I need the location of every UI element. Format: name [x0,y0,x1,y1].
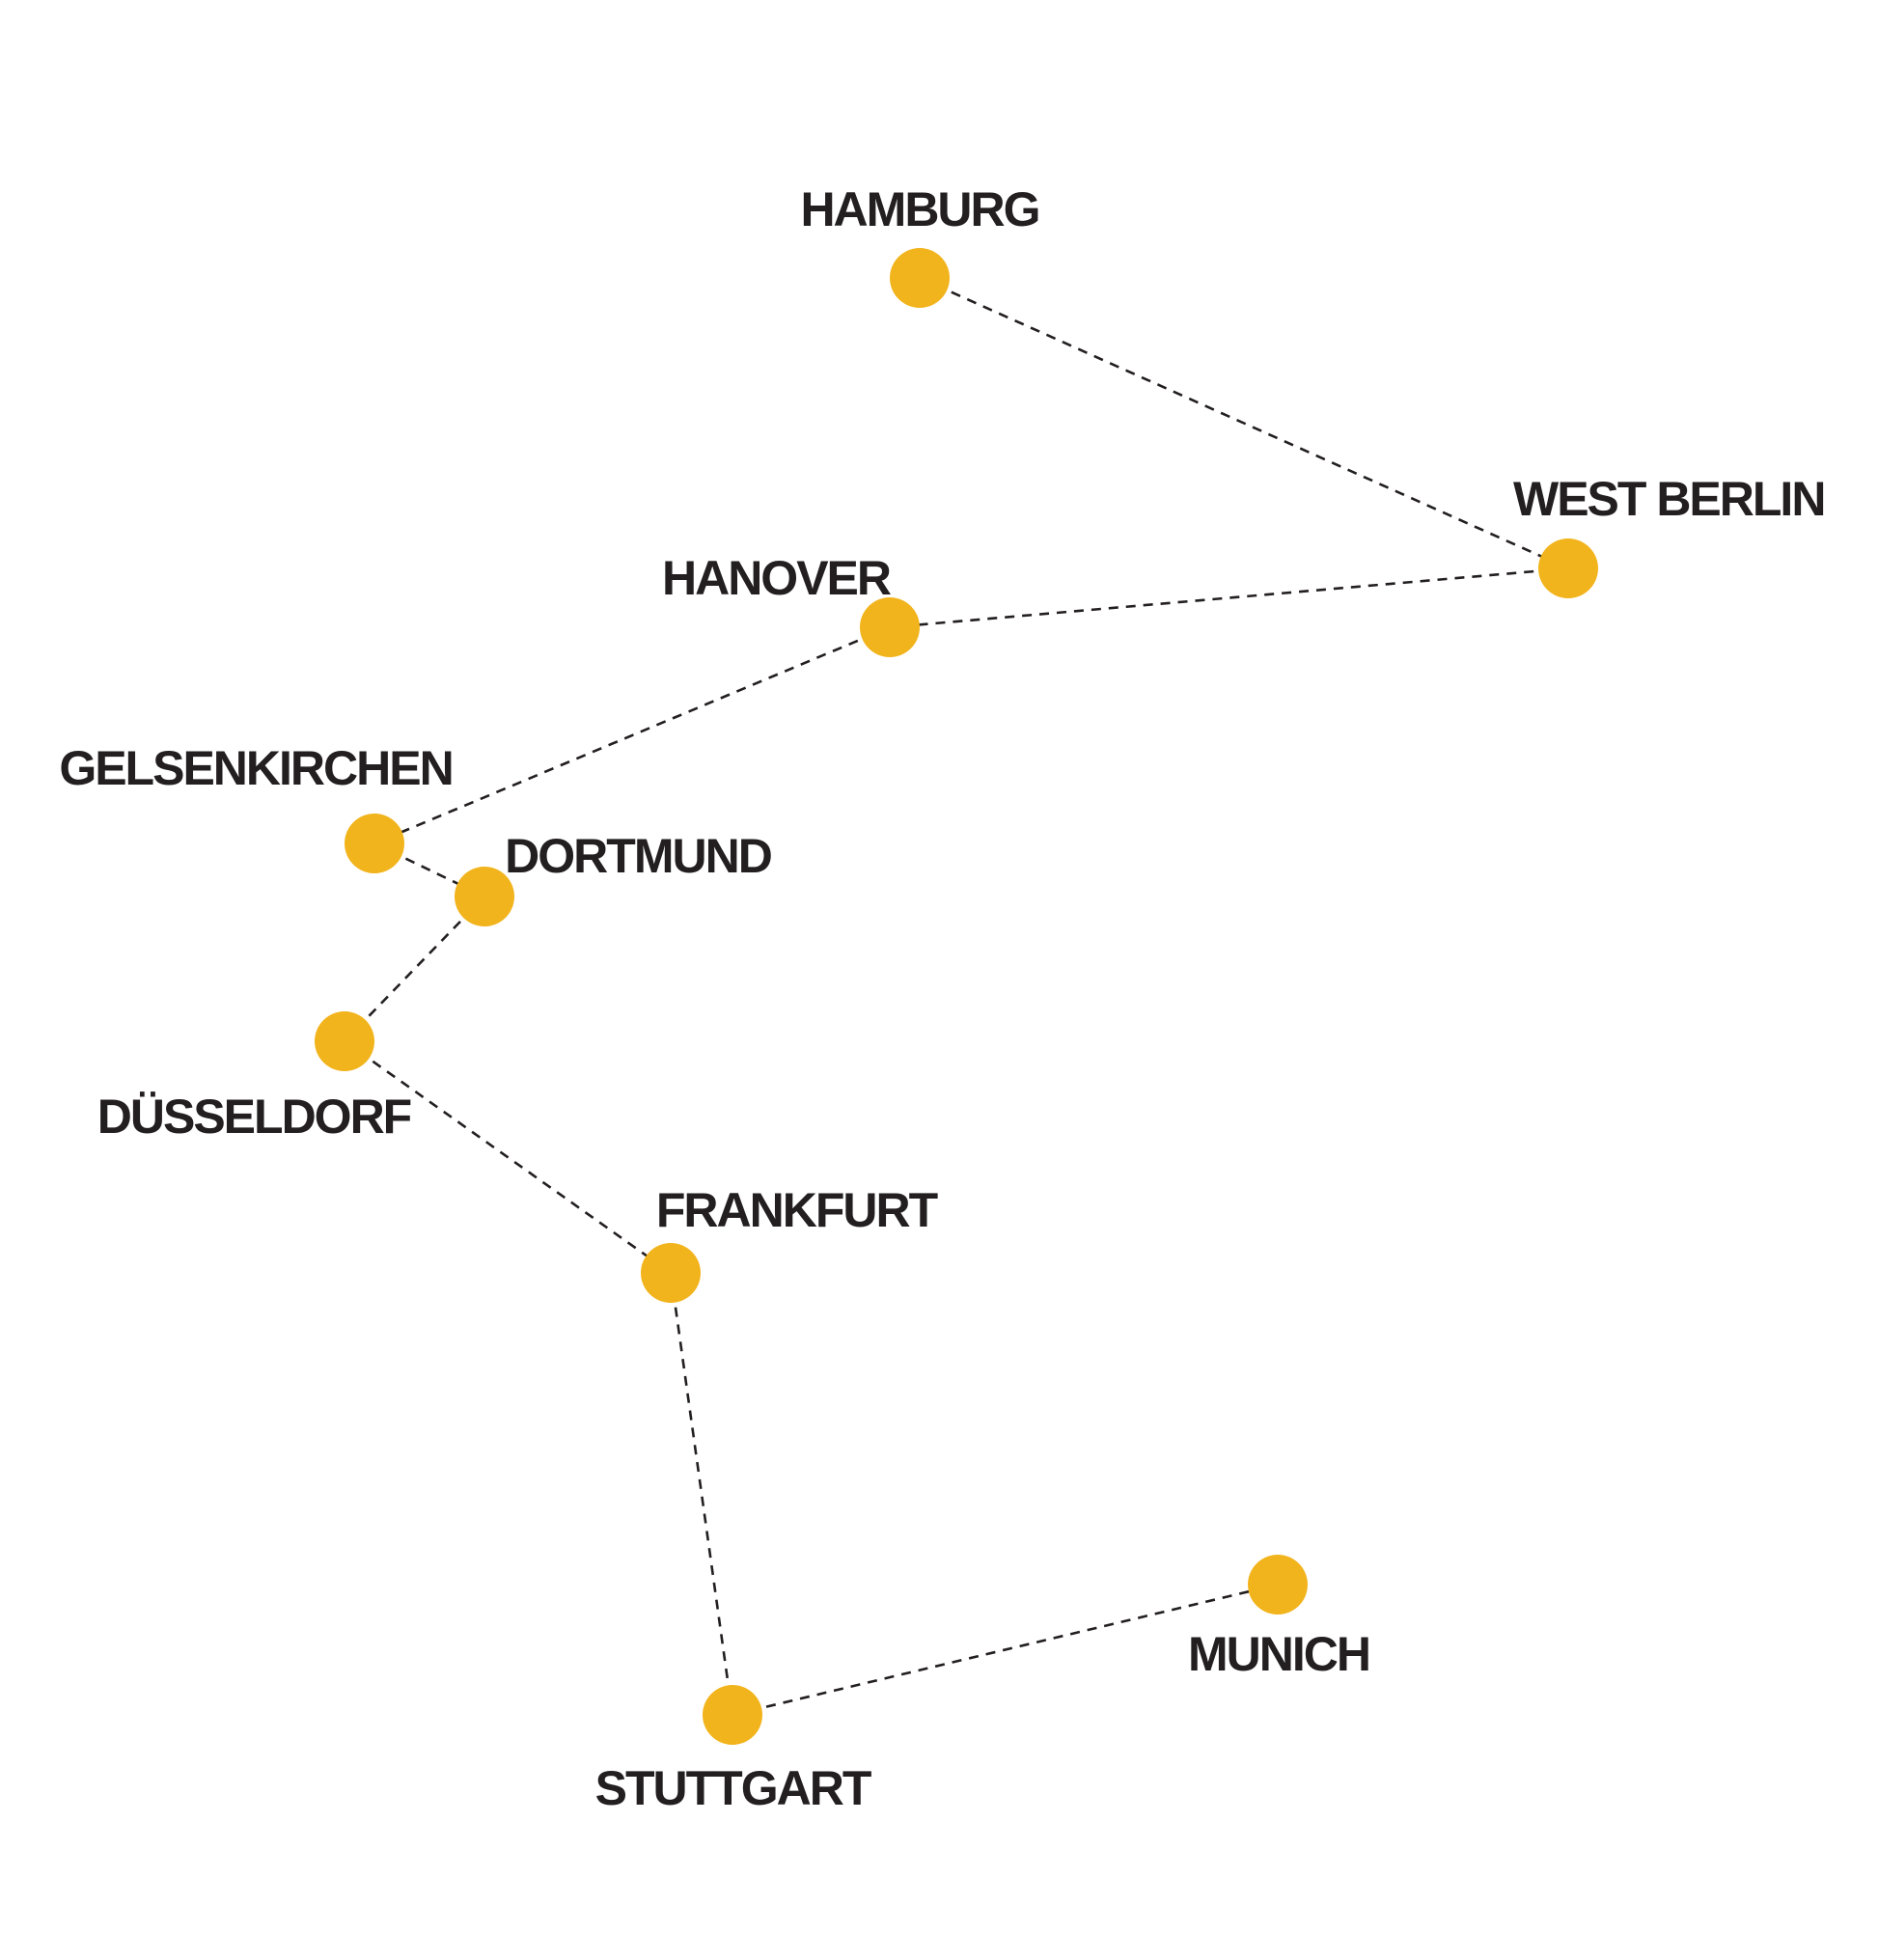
node-stuttgart [703,1685,762,1745]
edge-dortmund-dusseldorf [344,896,485,1042]
node-frankfurt [641,1243,701,1303]
edge-west-berlin-hanover [889,566,1569,629]
label-hamburg: HAMBURG [800,182,1038,236]
node-hanover [860,597,920,657]
label-dusseldorf: DÜSSELDORF [97,1090,411,1144]
node-west-berlin [1538,538,1598,598]
label-stuttgart: STUTTGART [595,1761,871,1815]
label-frankfurt: FRANKFURT [656,1183,938,1237]
label-dortmund: DORTMUND [505,829,772,883]
city-nodes [315,248,1598,1745]
edge-dusseldorf-frankfurt [344,1039,672,1275]
edge-stuttgart-munich [732,1583,1279,1717]
label-gelsenkirchen: GELSENKIRCHEN [59,741,452,795]
city-labels: HAMBURG WEST BERLIN HANOVER GELSENKIRCHE… [59,182,1826,1815]
label-munich: MUNICH [1188,1627,1369,1681]
edge-frankfurt-stuttgart [669,1272,734,1716]
label-west-berlin: WEST BERLIN [1513,472,1824,526]
edge-hanover-gelsenkirchen [373,625,891,845]
node-gelsenkirchen [345,814,404,873]
node-munich [1248,1555,1308,1615]
route-edges [344,276,1569,1717]
label-hanover: HANOVER [662,551,892,605]
node-hamburg [890,248,950,308]
node-dusseldorf [315,1011,374,1071]
node-dortmund [455,867,514,926]
edge-hamburg-west-berlin [919,276,1569,570]
